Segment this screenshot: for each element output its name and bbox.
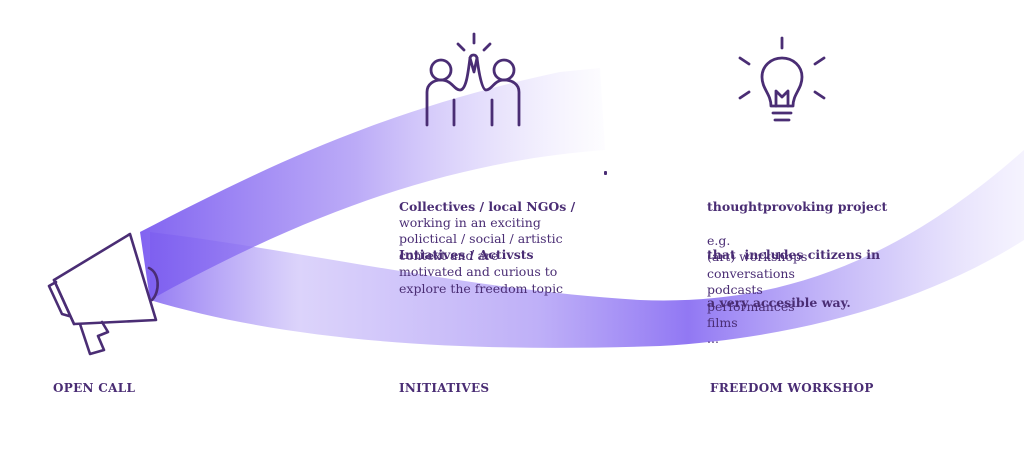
- workshop-heading-line: thoughtprovoking project: [707, 199, 888, 214]
- workshop-example-line: ...: [707, 331, 719, 347]
- upper-ribbon: [140, 68, 605, 300]
- initiatives-description-line: explore the freedom topic: [399, 280, 564, 296]
- megaphone-icon: [47, 232, 159, 356]
- workshop-example-line: e.g.: [707, 233, 731, 248]
- workshop-example-line: podcasts: [707, 282, 763, 298]
- initiatives-description-line: working in an exciting: [399, 215, 541, 230]
- lower-ribbon: [150, 150, 1024, 348]
- workshop-heading-line: a very accesible way.: [707, 295, 851, 310]
- initiatives-description: working in an exciting polictical / soci…: [399, 215, 563, 297]
- initiatives-heading: Collectives / local NGOs / Intiatives / …: [399, 167, 575, 279]
- workshop-example-line: films: [707, 315, 738, 331]
- initiatives-description-line: context and are: [399, 247, 499, 263]
- high-five-icon: [425, 32, 521, 127]
- workshop-examples: e.g. (art) workshops conversations podca…: [707, 233, 807, 348]
- workshop-heading: thoughtprovoking project that includes c…: [707, 167, 887, 327]
- initiatives-heading-line: Intiatives / Activsts: [399, 247, 534, 262]
- open-call-label: OPEN CALL: [53, 381, 136, 395]
- initiatives-heading-line: Collectives / local NGOs /: [399, 199, 576, 214]
- stray-mark: [604, 171, 607, 175]
- workshop-example-line: performances: [707, 298, 795, 314]
- lightbulb-icon: [738, 36, 826, 122]
- initiatives-label: INITIATIVES: [399, 381, 490, 395]
- initiatives-description-line: motivated and curious to: [399, 264, 558, 280]
- freedom-workshop-label: FREEDOM WORKSHOP: [710, 381, 874, 395]
- initiatives-description-line: polictical / social / artistic: [399, 231, 563, 247]
- workshop-example-line: conversations: [707, 265, 795, 281]
- workshop-heading-line: that includes citizens in: [707, 247, 881, 262]
- workshop-example-line: (art) workshops: [707, 249, 808, 265]
